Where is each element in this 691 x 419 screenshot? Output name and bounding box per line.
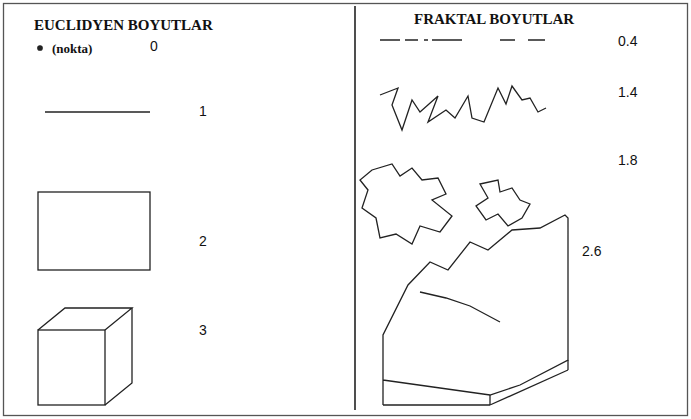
dimension-value: 2	[199, 234, 207, 248]
column-heading: FRAKTAL BOYUTLAR	[414, 12, 574, 27]
dimension-value: 1.8	[618, 153, 637, 167]
dimension-value: 1.4	[618, 85, 637, 99]
zigzag-curve	[380, 86, 546, 130]
point-dot	[38, 46, 42, 50]
terrain-block	[383, 215, 568, 405]
column-heading: EUCLIDYEN BOYUTLAR	[34, 18, 213, 33]
line-shape	[45, 111, 150, 112]
dimension-value: 0.4	[618, 34, 637, 48]
island-shape	[360, 164, 452, 244]
dimension-value: 2.6	[582, 244, 601, 258]
dimension-value: 0	[150, 39, 158, 53]
point-label: (nokta)	[52, 42, 92, 55]
rectangle-shape	[38, 192, 150, 270]
dimension-value: 3	[199, 323, 207, 337]
island-shape	[476, 180, 530, 226]
divider	[354, 6, 356, 410]
cube-shape	[38, 308, 132, 405]
dimension-value: 1	[199, 104, 207, 118]
dust-line	[380, 39, 545, 41]
outer-frame	[4, 4, 688, 416]
